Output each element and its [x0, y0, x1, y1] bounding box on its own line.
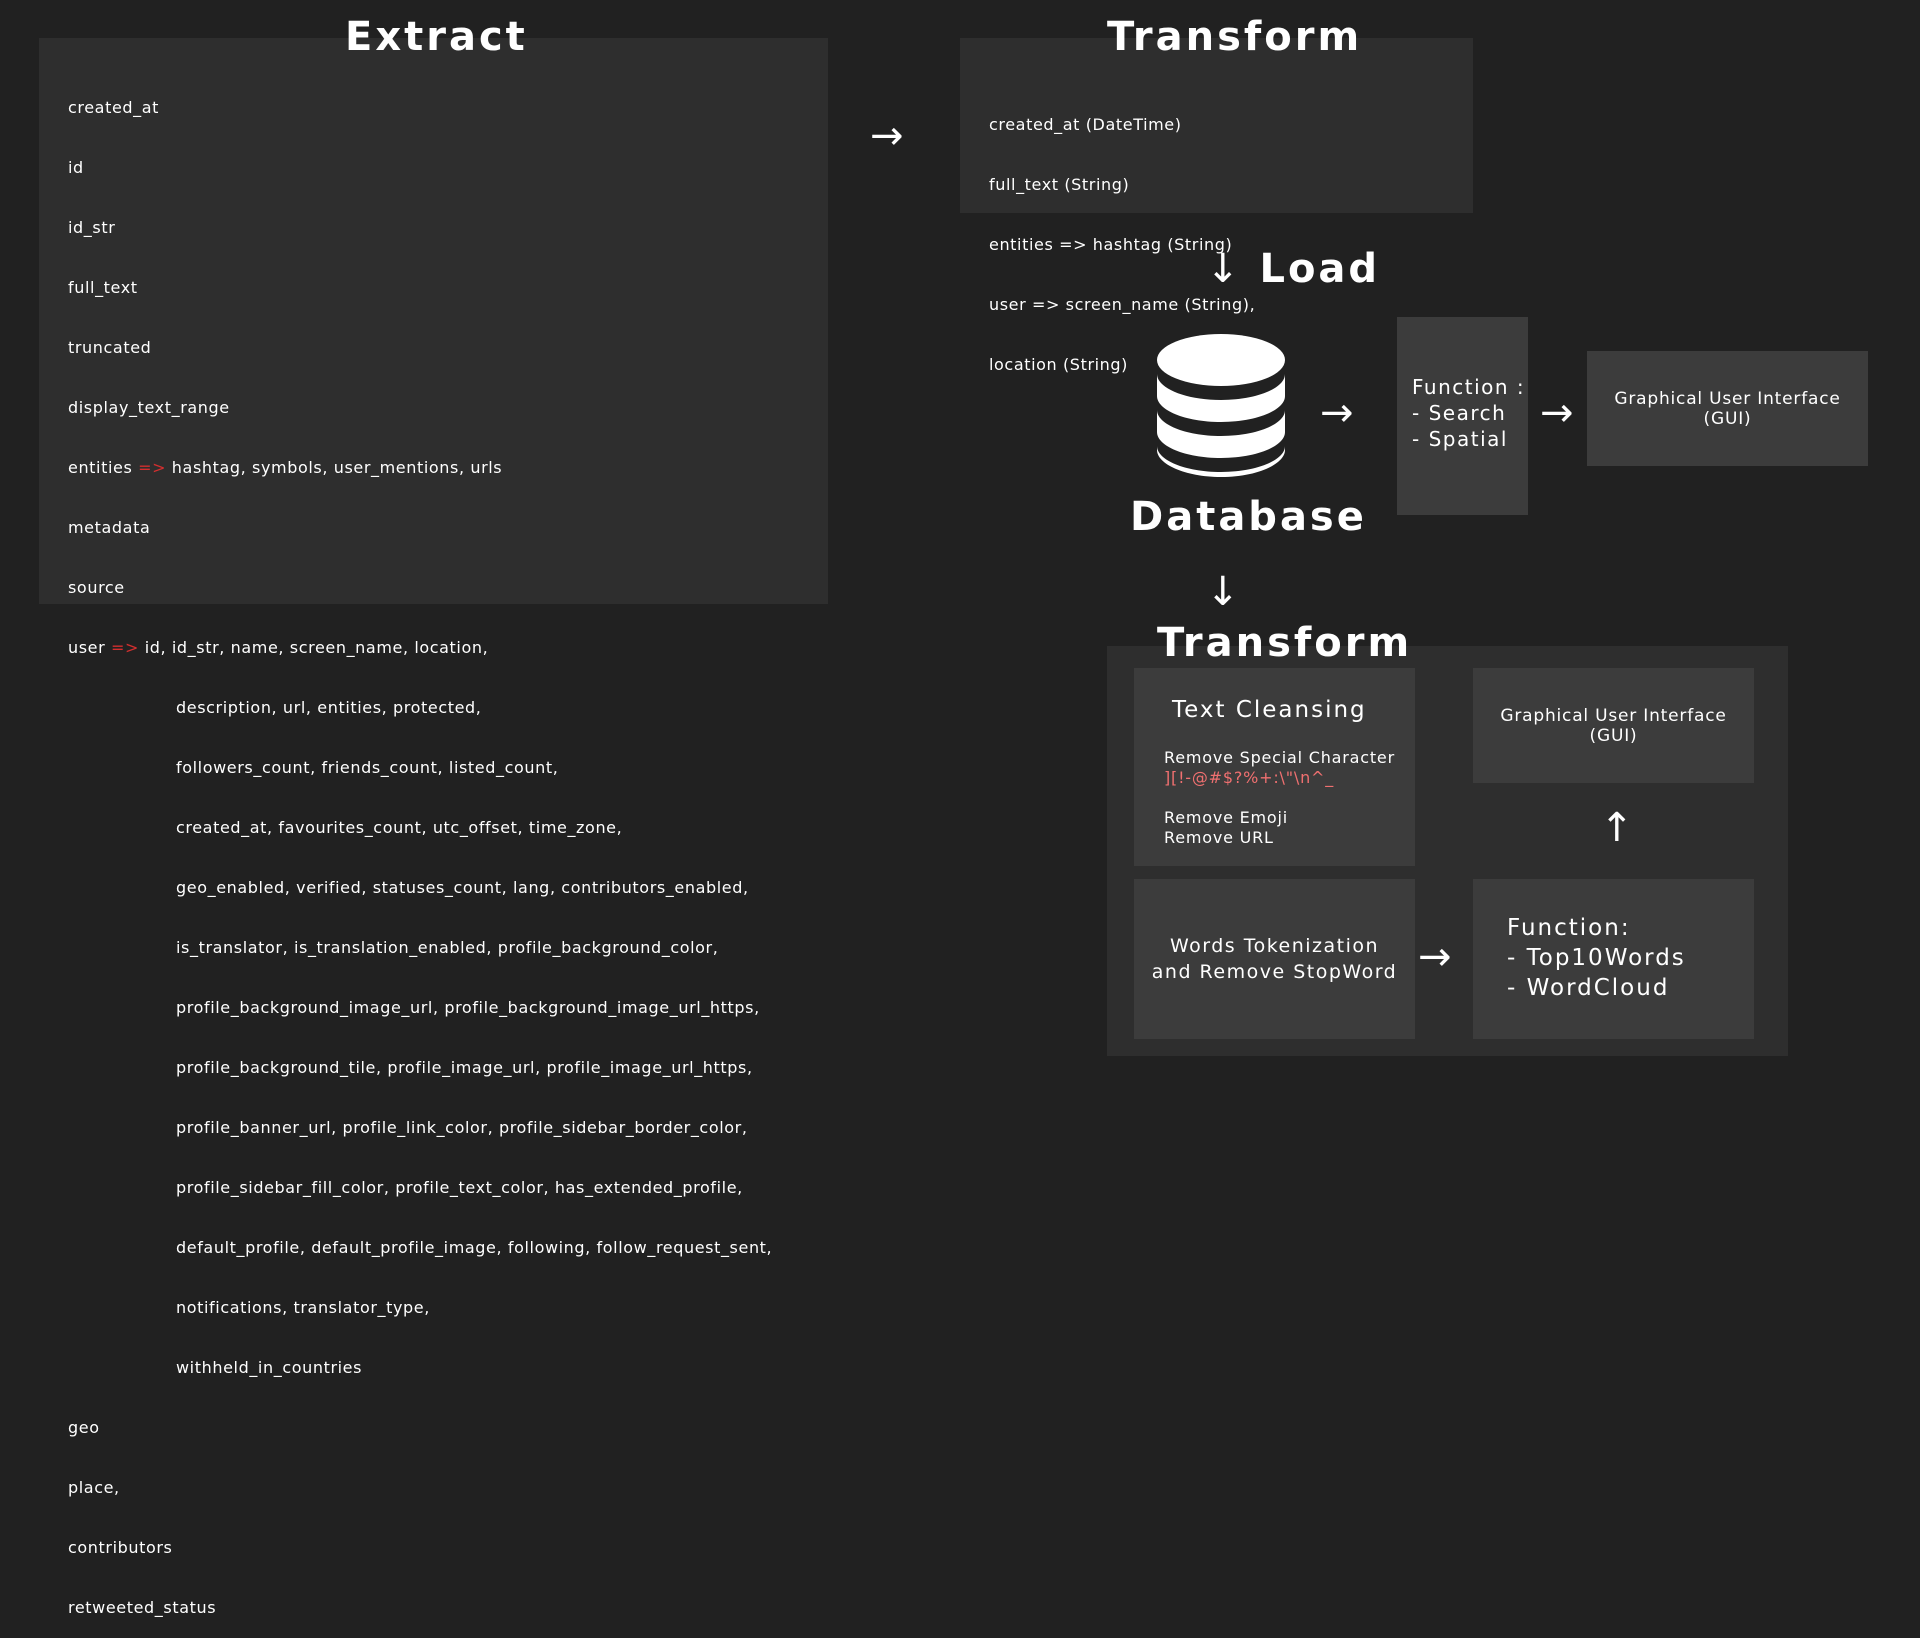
- gui-bottom-text: Graphical User Interface (GUI): [1473, 668, 1754, 783]
- user-field-line: profile_sidebar_fill_color, profile_text…: [176, 1178, 743, 1197]
- transform-field: full_text (String): [989, 175, 1130, 194]
- user-field-line: description, url, entities, protected,: [176, 698, 482, 717]
- user-arrow: =>: [111, 638, 140, 657]
- function-box: [1397, 317, 1528, 515]
- cleansing-line: Remove Special Character: [1164, 748, 1395, 767]
- user-field-line: profile_background_image_url, profile_ba…: [176, 998, 760, 1017]
- function-line: - Spatial: [1412, 427, 1508, 451]
- arrow-function-to-gui-bottom: ↑: [1600, 805, 1634, 851]
- transform-field: location (String): [989, 355, 1129, 374]
- gui-line: Graphical User Interface: [1614, 388, 1841, 409]
- extract-field: source: [68, 578, 125, 597]
- extract-panel: [39, 38, 828, 604]
- user-field-line: default_profile, default_profile_image, …: [176, 1238, 773, 1257]
- extract-field-list: created_at id id_str full_text truncated…: [68, 58, 772, 1638]
- function-line: - Search: [1412, 401, 1507, 425]
- extract-field: full_text: [68, 278, 138, 297]
- function2-line: - WordCloud: [1507, 975, 1670, 1001]
- entities-value: hashtag, symbols, user_mentions, urls: [171, 458, 503, 477]
- cleansing-line: Remove URL: [1164, 828, 1274, 847]
- tokenization-line: Words Tokenization: [1169, 935, 1380, 957]
- extract-title: Extract: [345, 14, 528, 60]
- extract-field: created_at: [68, 98, 160, 117]
- function2-line: - Top10Words: [1507, 945, 1686, 971]
- extract-field: display_text_range: [68, 398, 230, 417]
- entities-arrow: =>: [138, 458, 167, 477]
- user-field-line: followers_count, friends_count, listed_c…: [176, 758, 559, 777]
- function2-text: Function: - Top10Words - WordCloud: [1507, 913, 1686, 1003]
- arrow-tokenization-to-function: →: [1418, 934, 1452, 980]
- user-first-line: id, id_str, name, screen_name, location,: [144, 638, 489, 657]
- extract-field: id: [68, 158, 84, 177]
- gui-line: (GUI): [1703, 408, 1752, 429]
- extract-field: place,: [68, 1478, 120, 1497]
- cleansing-line: Remove Emoji: [1164, 808, 1288, 827]
- extract-field: geo: [68, 1418, 100, 1437]
- user-field-line: geo_enabled, verified, statuses_count, l…: [176, 878, 749, 897]
- function2-box: [1473, 879, 1754, 1039]
- transform-field: created_at (DateTime): [989, 115, 1182, 134]
- extract-user-row: user => id, id_str, name, screen_name, l…: [68, 638, 772, 658]
- load-title: Load: [1259, 246, 1381, 292]
- entities-key: entities: [68, 458, 133, 477]
- transform-title: Transform: [1107, 14, 1363, 60]
- database-icon: [1157, 334, 1285, 477]
- transform2-title: Transform: [1157, 620, 1413, 666]
- gui-line: Graphical User Interface: [1500, 705, 1727, 726]
- arrow-function-to-gui: →: [1540, 390, 1574, 436]
- user-field-line: withheld_in_countries: [176, 1358, 363, 1377]
- extract-field: retweeted_status: [68, 1598, 217, 1617]
- load-heading: ↓ Load: [1206, 246, 1380, 292]
- function-line: Function :: [1412, 375, 1526, 399]
- user-field-line: is_translator, is_translation_enabled, p…: [176, 938, 719, 957]
- extract-field: metadata: [68, 518, 151, 537]
- database-label: Database: [1130, 494, 1367, 540]
- extract-field: contributors: [68, 1538, 173, 1557]
- function2-line: Function:: [1507, 915, 1631, 941]
- user-field-line: profile_background_tile, profile_image_u…: [176, 1058, 753, 1077]
- gui-box: [1587, 351, 1868, 466]
- user-field-line: profile_banner_url, profile_link_color, …: [176, 1118, 748, 1137]
- function-text: Function : - Search - Spatial: [1412, 374, 1525, 452]
- arrow-db-to-transform2: ↓: [1206, 569, 1240, 615]
- gui-box-bottom: [1473, 668, 1754, 783]
- extract-field: id_str: [68, 218, 116, 237]
- arrow-db-to-function: →: [1320, 390, 1354, 436]
- text-cleansing-box: [1134, 668, 1415, 866]
- transform-field: entities => hashtag (String): [989, 235, 1233, 254]
- transform-field: user => screen_name (String),: [989, 295, 1256, 314]
- user-field-line: created_at, favourites_count, utc_offset…: [176, 818, 623, 837]
- gui-text: Graphical User Interface (GUI): [1587, 351, 1868, 466]
- transform-field-list: created_at (DateTime) full_text (String)…: [989, 75, 1255, 395]
- user-field-line: notifications, translator_type,: [176, 1298, 430, 1317]
- text-cleansing-body: Remove Special Character ][!-@#$?%+:\"\n…: [1164, 748, 1395, 848]
- tokenization-box: [1134, 879, 1415, 1039]
- transform-panel: [960, 38, 1473, 213]
- extract-field: truncated: [68, 338, 152, 357]
- tokenization-line: and Remove StopWord: [1151, 961, 1398, 983]
- special-chars: ][!-@#$?%+:\"\n^_: [1164, 768, 1335, 787]
- extract-entities-row: entities => hashtag, symbols, user_menti…: [68, 458, 772, 478]
- arrow-extract-to-transform: →: [870, 113, 904, 159]
- user-key: user: [68, 638, 106, 657]
- gui-line: (GUI): [1589, 725, 1638, 746]
- text-cleansing-title: Text Cleansing: [1172, 697, 1367, 723]
- tokenization-text: Words Tokenization and Remove StopWord: [1134, 879, 1415, 1039]
- load-arrow: ↓: [1206, 246, 1243, 292]
